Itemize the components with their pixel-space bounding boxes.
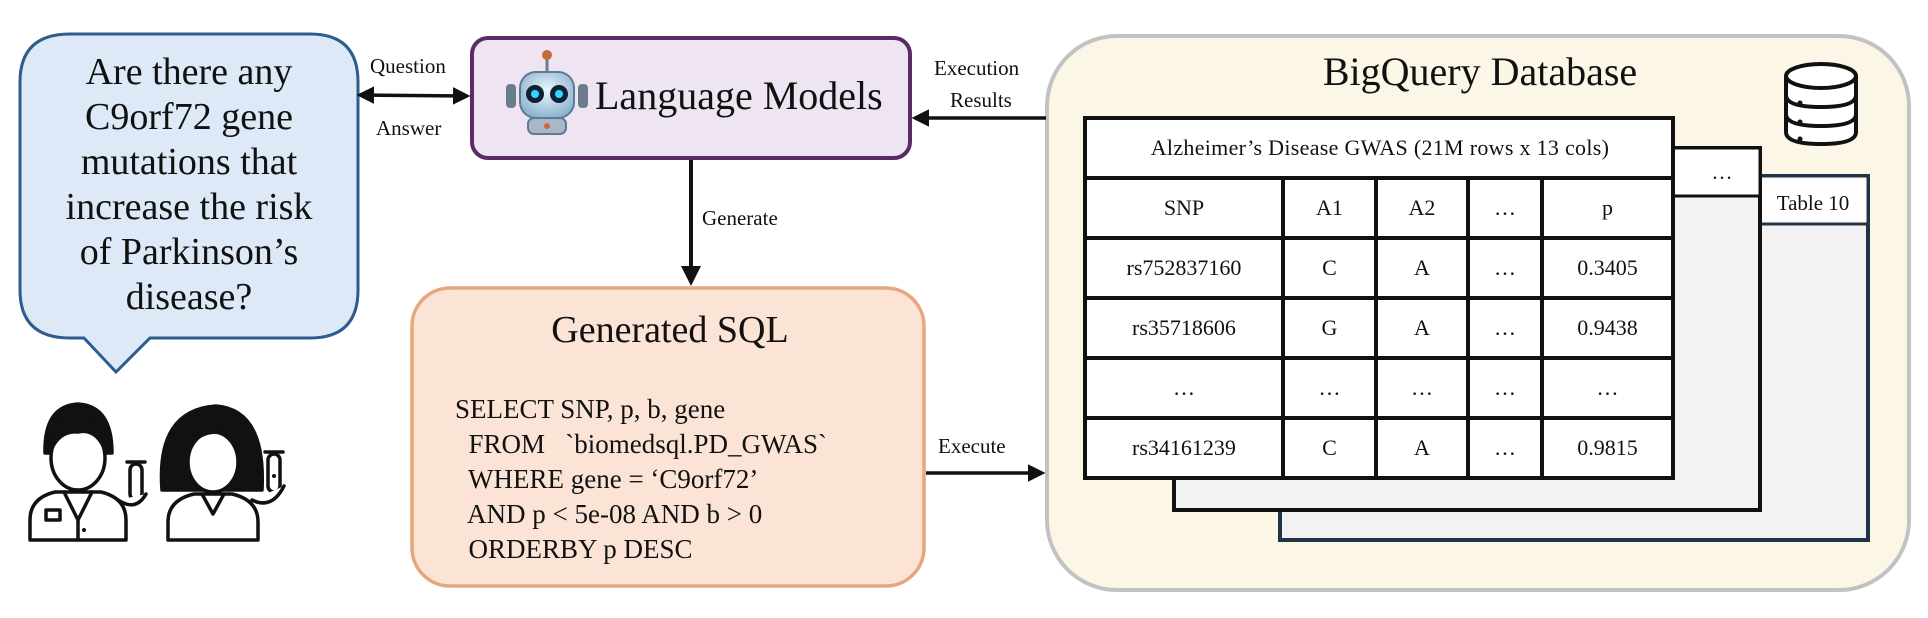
- table-cell: …: [1494, 435, 1516, 460]
- database-icon: [1784, 62, 1858, 147]
- table-cell: rs35718606: [1132, 315, 1236, 340]
- main-table-title: Alzheimer’s Disease GWAS (21M rows x 13 …: [1150, 135, 1610, 160]
- table-cell: 0.9815: [1577, 435, 1638, 460]
- results-label: Results: [950, 88, 1012, 112]
- language-models-title: Language Models: [595, 73, 883, 118]
- question-bubble: [18, 32, 360, 375]
- generate-label: Generate: [702, 206, 778, 230]
- female-scientist-icon: [159, 404, 286, 542]
- table-header-cell: p: [1602, 195, 1613, 220]
- table-header-cell: SNP: [1163, 195, 1205, 220]
- table-cell: …: [1494, 375, 1516, 400]
- question-label: Question: [370, 54, 446, 78]
- table-cell: rs34161239: [1132, 435, 1236, 460]
- table-cell: C: [1322, 435, 1337, 460]
- table-cell: …: [1596, 375, 1619, 400]
- question-answer-arrow: [356, 86, 471, 105]
- table-cell: 0.9438: [1577, 315, 1638, 340]
- language-models-box: [470, 36, 912, 160]
- question-line: disease?: [125, 276, 253, 318]
- question-line: Are there any: [85, 51, 293, 93]
- table-header-cell: A2: [1408, 195, 1436, 220]
- question-text: Are there any C9orf72 gene mutations tha…: [24, 50, 354, 320]
- table-cell: A: [1414, 315, 1430, 340]
- table-cell: G: [1321, 315, 1338, 340]
- question-line: C9orf72 gene: [85, 96, 293, 138]
- table-header-cell: A1: [1316, 195, 1343, 220]
- question-line: increase the risk: [65, 186, 313, 228]
- back-table-label: Table 10: [1776, 191, 1850, 215]
- table-cell: …: [1494, 315, 1516, 340]
- table-header-cell: …: [1494, 195, 1516, 220]
- male-scientist-icon: [28, 402, 148, 542]
- middle-table-header-cell: [1670, 146, 1762, 198]
- back-table-header-cell: [1758, 174, 1870, 226]
- robot-icon: [506, 50, 588, 135]
- middle-table-label: …: [1711, 160, 1733, 184]
- answer-label: Answer: [376, 116, 442, 140]
- question-line: mutations that: [80, 141, 298, 183]
- question-line: of Parkinson’s: [79, 231, 299, 273]
- table-cell: rs752837160: [1126, 255, 1242, 280]
- table-cell: …: [1318, 375, 1341, 400]
- bigquery-title: BigQuery Database: [1322, 49, 1638, 94]
- generated-sql-box: [410, 286, 926, 588]
- table-cell: A: [1414, 255, 1430, 280]
- generated-sql-title: Generated SQL: [551, 309, 789, 351]
- sql-code: SELECT SNP, p, b, gene FROM `biomedsql.P…: [455, 394, 828, 564]
- execution-label: Execution: [934, 56, 1020, 80]
- table-cell: C: [1322, 255, 1337, 280]
- table-cell: …: [1173, 375, 1195, 400]
- table-cell: …: [1494, 255, 1516, 280]
- table-cell: A: [1414, 435, 1430, 460]
- table-cell: 0.3405: [1577, 255, 1638, 280]
- table-cell: …: [1411, 375, 1433, 400]
- main-table: [1083, 116, 1675, 480]
- execute-label: Execute: [938, 434, 1006, 458]
